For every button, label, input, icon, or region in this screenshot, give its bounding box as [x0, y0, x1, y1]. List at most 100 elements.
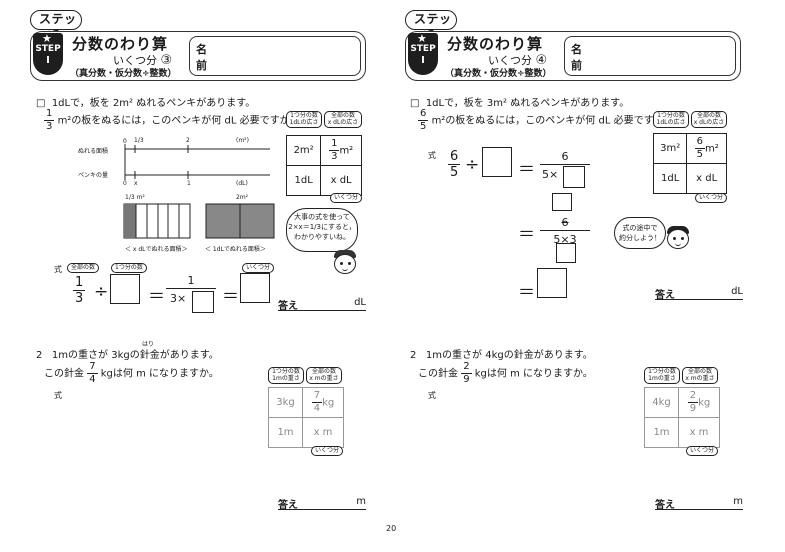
p2-tag-one: 1つ分の数 1mの重さ: [268, 367, 304, 384]
step-shield-icon: ★ STEP I: [33, 33, 63, 75]
r-problem-text: 1dLで，板を: [425, 98, 484, 109]
r-answer-box-3[interactable]: [552, 193, 572, 211]
r-cell-a: 3m²: [652, 133, 688, 164]
number-line-diagram: [124, 144, 270, 180]
header-box: [30, 31, 366, 81]
r-answer-box-4[interactable]: [556, 243, 576, 263]
eq-equals-2: ＝: [222, 287, 239, 307]
problem-2-number: 2: [36, 350, 43, 361]
subtitle-text-right: いくつ分: [488, 54, 532, 67]
answer-box-2[interactable]: [192, 291, 214, 313]
answer-box-1[interactable]: [110, 274, 140, 304]
name-field[interactable]: 名 前: [189, 36, 361, 76]
answer-line-2[interactable]: 答え m: [278, 496, 366, 511]
rect-left-label: 1/3 m²: [125, 194, 145, 201]
r-hint-bubble: 式の途中で 約分しよう！: [614, 217, 666, 249]
r-answer-box-5[interactable]: [537, 268, 567, 298]
r-problem-1-line-1: □ 1dLで，板を 3m² ぬれるペンキがあります。: [410, 94, 629, 109]
r-cell-frac-d: 5: [696, 149, 703, 160]
frac-denominator: 3: [46, 121, 53, 132]
problem-2-text-2: この針金: [44, 368, 84, 380]
page-title: 分数のわり算: [72, 35, 169, 53]
r-cell-d: x dL: [686, 163, 727, 194]
r-eq-rhs-2: 6 5×3: [540, 216, 590, 246]
p2-cell-unit: kg: [322, 397, 335, 409]
r-p2-frac-d: 9: [463, 374, 470, 385]
r-cell-c: 1dL: [652, 163, 688, 194]
ruby-text: はり: [142, 341, 155, 348]
eq-frac-n: 1: [73, 275, 86, 291]
r-eq-frac-n: 6: [448, 149, 461, 165]
answer-label: 答え: [278, 301, 298, 312]
r-frac-d: 5: [420, 121, 427, 132]
cell-frac-n: 1: [329, 138, 340, 151]
page-subtitle: いくつ分 ③: [113, 52, 172, 68]
answer-box-3[interactable]: [240, 273, 270, 303]
subtitle-number: ③: [160, 53, 173, 68]
girl-face-icon: [334, 254, 356, 274]
r-problem-2-text: 1mの重さが 4kgの針金があります。: [425, 350, 593, 361]
r-answer-box-1[interactable]: [482, 147, 512, 177]
tag-one-unit: 1つ分の数 1dLの広さ: [286, 111, 322, 128]
r-answer-label-2: 答え: [655, 500, 675, 511]
problem-2-line-1: 2 1mの重さが 3kgの針金があります。: [36, 346, 219, 361]
r-eq-rhs-1: 6 5×: [540, 150, 590, 181]
name-field-right[interactable]: 名 前: [564, 36, 736, 76]
r-problem-text-3: m²の板をぬるには，このペンキが何 dL 必要ですか。: [431, 115, 674, 127]
shield-text-right: STEP: [410, 44, 436, 54]
answer-line-1[interactable]: 答え dL: [278, 297, 366, 312]
r-answer-line-2[interactable]: 答え m: [655, 496, 743, 511]
problem-text-2: ぬれるペンキがあります。: [136, 98, 256, 109]
tick-bottom-1: 1: [187, 180, 191, 187]
r-eq-equals-2: ＝: [518, 225, 535, 245]
r-equation-label: 式: [428, 151, 436, 160]
subtitle-number-right: ④: [535, 53, 548, 68]
p2-tag-all: 全部の数 x mの重さ: [306, 367, 342, 384]
step-badge-right: ステップ1: [405, 10, 457, 45]
p2-cell-d: x m: [302, 417, 344, 448]
r-answer-line-1[interactable]: 答え dL: [655, 286, 743, 301]
r-eq-rhs2-d: 5×3: [553, 233, 577, 246]
table-cell-a: 2m²: [285, 135, 322, 166]
r-problem-2-text-3: kgは何 m になりますか。: [474, 368, 593, 380]
r-p2-cell-c: 1m: [644, 417, 679, 448]
problem-2-text: 1mの重さが 3kgの針金があります。: [51, 350, 219, 361]
page-title-right: 分数のわり算: [447, 35, 544, 53]
equation-label-2: 式: [54, 391, 62, 400]
caption-right: ＜ 1dLでぬれる面積＞: [205, 246, 266, 253]
problem-number: □: [36, 98, 46, 109]
r-eq-frac-d: 5: [450, 165, 459, 180]
r-eq-rhs2-n: 6: [540, 216, 590, 231]
problem-1-line-1: □ 1dLで，板を 2m² ぬれるペンキがあります。: [36, 94, 255, 109]
problem-text-3: m²の板をぬるには，このペンキが何 dL 必要ですか。: [57, 115, 300, 127]
eq-frac-d: 3: [75, 291, 84, 306]
r-problem-2-text-2: この針金: [418, 368, 458, 380]
answer-label-2: 答え: [278, 500, 298, 511]
r-answer-box-2[interactable]: [563, 166, 585, 188]
row-label-area: ぬれる面積: [78, 148, 109, 155]
unit-bottom: (dL): [236, 180, 248, 187]
step-badge: ステップ1: [30, 10, 82, 45]
r-problem-2-number: 2: [410, 350, 417, 361]
r-frac-n: 6: [418, 108, 429, 121]
p2-frac-d: 4: [89, 374, 96, 385]
area-rectangles: [123, 203, 275, 239]
r-cell-unit: m²: [704, 143, 719, 155]
r-p2-tag-all: 全部の数 x mの重さ: [682, 367, 718, 384]
r-p2-cell-d: x m: [678, 417, 720, 448]
r-p2-tag-count: いくつ分: [686, 446, 719, 456]
